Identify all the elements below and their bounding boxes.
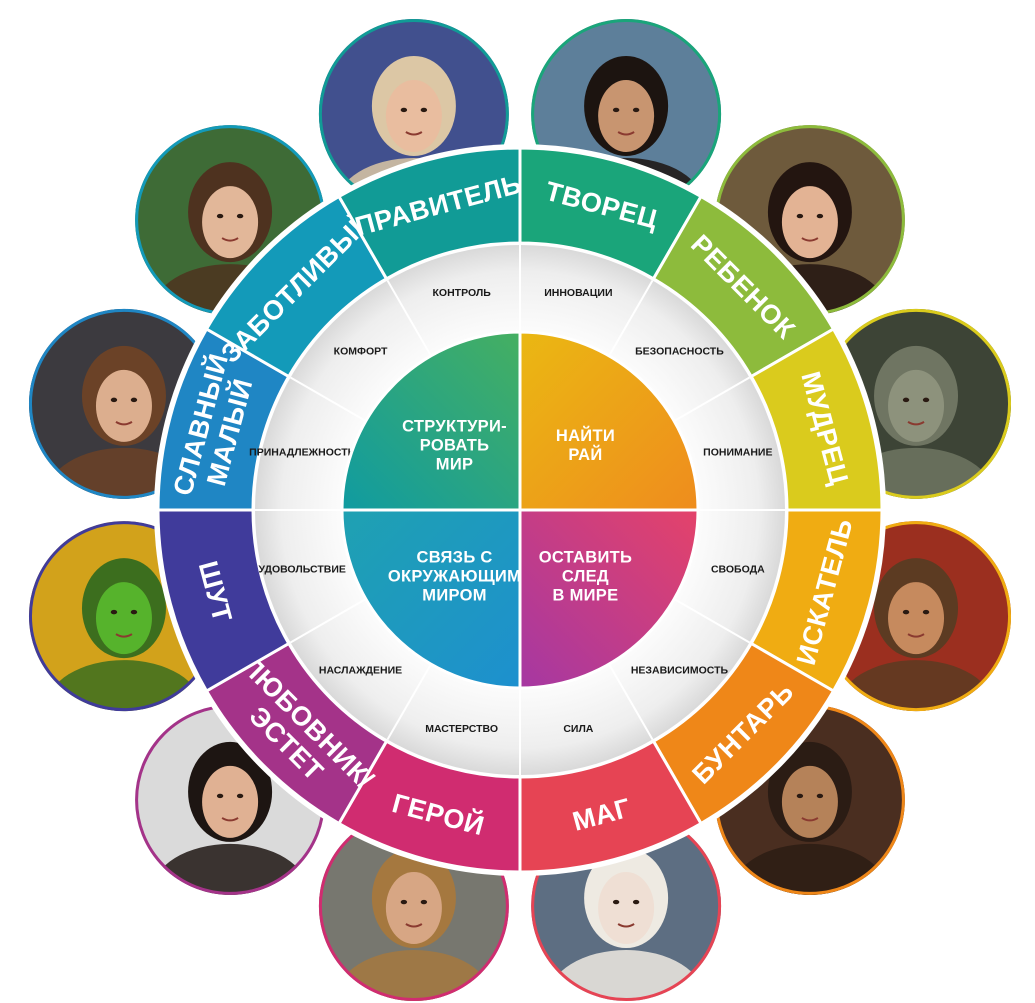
value-label: БЕЗОПАСНОСТЬ — [635, 346, 724, 358]
archetype-segment: МУДРЕЦ — [749, 326, 884, 512]
value-label: ИННОВАЦИИ — [544, 287, 612, 299]
archetype-segment: ПРАВИТЕЛЬ — [336, 146, 525, 281]
value-label: НАСЛАЖДЕНИЕ — [319, 664, 402, 676]
archetype-segment: РЕБЕНОК — [651, 194, 836, 379]
archetype-segment: СЛАВНЫЙМАЛЫЙ — [156, 326, 291, 512]
value-label: НЕЗАВИСИМОСТЬ — [631, 664, 729, 676]
value-label: УДОВОЛЬСТВИЕ — [258, 563, 345, 575]
archetype-segment: ИСКАТЕЛЬ — [749, 508, 884, 694]
value-label: КОМФОРТ — [334, 346, 388, 358]
value-label: МАСТЕРСТВО — [425, 723, 498, 735]
value-label: КОНТРОЛЬ — [433, 287, 492, 299]
value-label: СВОБОДА — [711, 563, 765, 575]
value-label: СИЛА — [563, 723, 593, 735]
value-label: ПРИНАДЛЕЖНОСТЬ — [249, 447, 355, 459]
archetype-segment: МАГ — [518, 739, 704, 874]
value-label: ПОНИМАНИЕ — [703, 447, 772, 459]
archetype-segment: ТВОРЕЦ — [518, 146, 704, 281]
